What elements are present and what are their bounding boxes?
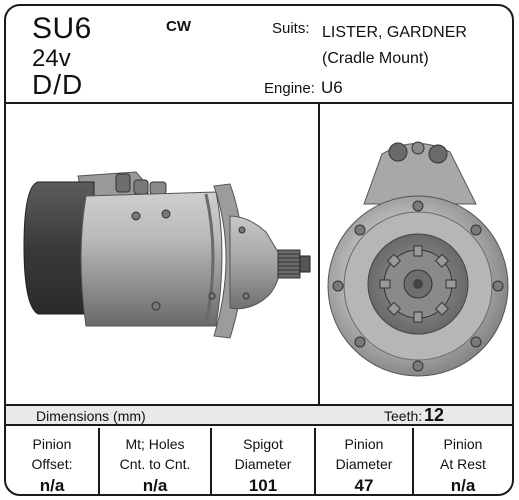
spec-value: n/a <box>39 476 65 495</box>
spec-value: n/a <box>450 476 476 495</box>
product-card: SU6 24v D/D CW Suits: LISTER, GARDNER (C… <box>4 4 514 496</box>
spec-heading-line1: Pinion <box>443 436 483 452</box>
suits-value-line2: (Cradle Mount) <box>322 50 429 67</box>
spec-heading-line2: Offset: <box>31 456 73 472</box>
teeth-value: 12 <box>424 405 445 425</box>
part-code: SU6 <box>32 12 92 45</box>
spec-pinion-offset: Pinion Offset: n/a <box>6 428 100 495</box>
spec-heading-line1: Mt; Holes <box>125 436 185 452</box>
spec-value: 101 <box>248 476 278 495</box>
dimensions-label: Dimensions (mm) <box>36 408 146 424</box>
card-header: SU6 24v D/D CW Suits: LISTER, GARDNER (C… <box>6 6 512 104</box>
spec-value: n/a <box>142 476 168 495</box>
voltage-label: 24v <box>32 45 71 72</box>
spec-heading-line1: Pinion <box>344 436 384 452</box>
spec-pinion-diameter: Pinion Diameter 47 <box>316 428 414 495</box>
photo-area <box>6 104 512 404</box>
starter-motor-side-view-photo <box>23 171 311 339</box>
spec-heading-line1: Pinion <box>32 436 72 452</box>
spec-heading-line2: Diameter <box>234 456 292 472</box>
spec-pinion-at-rest: Pinion At Rest n/a <box>414 428 512 495</box>
part-code-block: SU6 24v D/D <box>32 14 92 99</box>
spec-spigot-diameter: Spigot Diameter 101 <box>212 428 316 495</box>
spec-heading-line2: Cnt. to Cnt. <box>119 456 191 472</box>
spec-heading-line2: At Rest <box>440 456 486 472</box>
dimensions-strip: Dimensions (mm) Teeth: 12 <box>6 404 512 426</box>
drive-label: D/D <box>32 69 84 100</box>
spec-heading-line1: Spigot <box>243 436 283 452</box>
spec-heading-line2: Diameter <box>335 456 393 472</box>
suits-label: Suits: <box>272 20 310 37</box>
spec-table: Pinion Offset: n/a Mt; Holes Cnt. to Cnt… <box>6 428 512 495</box>
starter-motor-front-view-photo <box>327 141 509 377</box>
spec-value: 47 <box>354 476 374 495</box>
engine-value: U6 <box>321 78 343 97</box>
rotation-label: CW <box>166 18 191 35</box>
suits-value: LISTER, GARDNER (Cradle Mount) <box>322 20 467 72</box>
engine-label: Engine: <box>264 80 315 97</box>
teeth-label: Teeth: <box>384 408 423 424</box>
photo-divider <box>318 104 320 404</box>
suits-value-line1: LISTER, GARDNER <box>322 24 467 41</box>
spec-mount-holes: Mt; Holes Cnt. to Cnt. n/a <box>100 428 212 495</box>
